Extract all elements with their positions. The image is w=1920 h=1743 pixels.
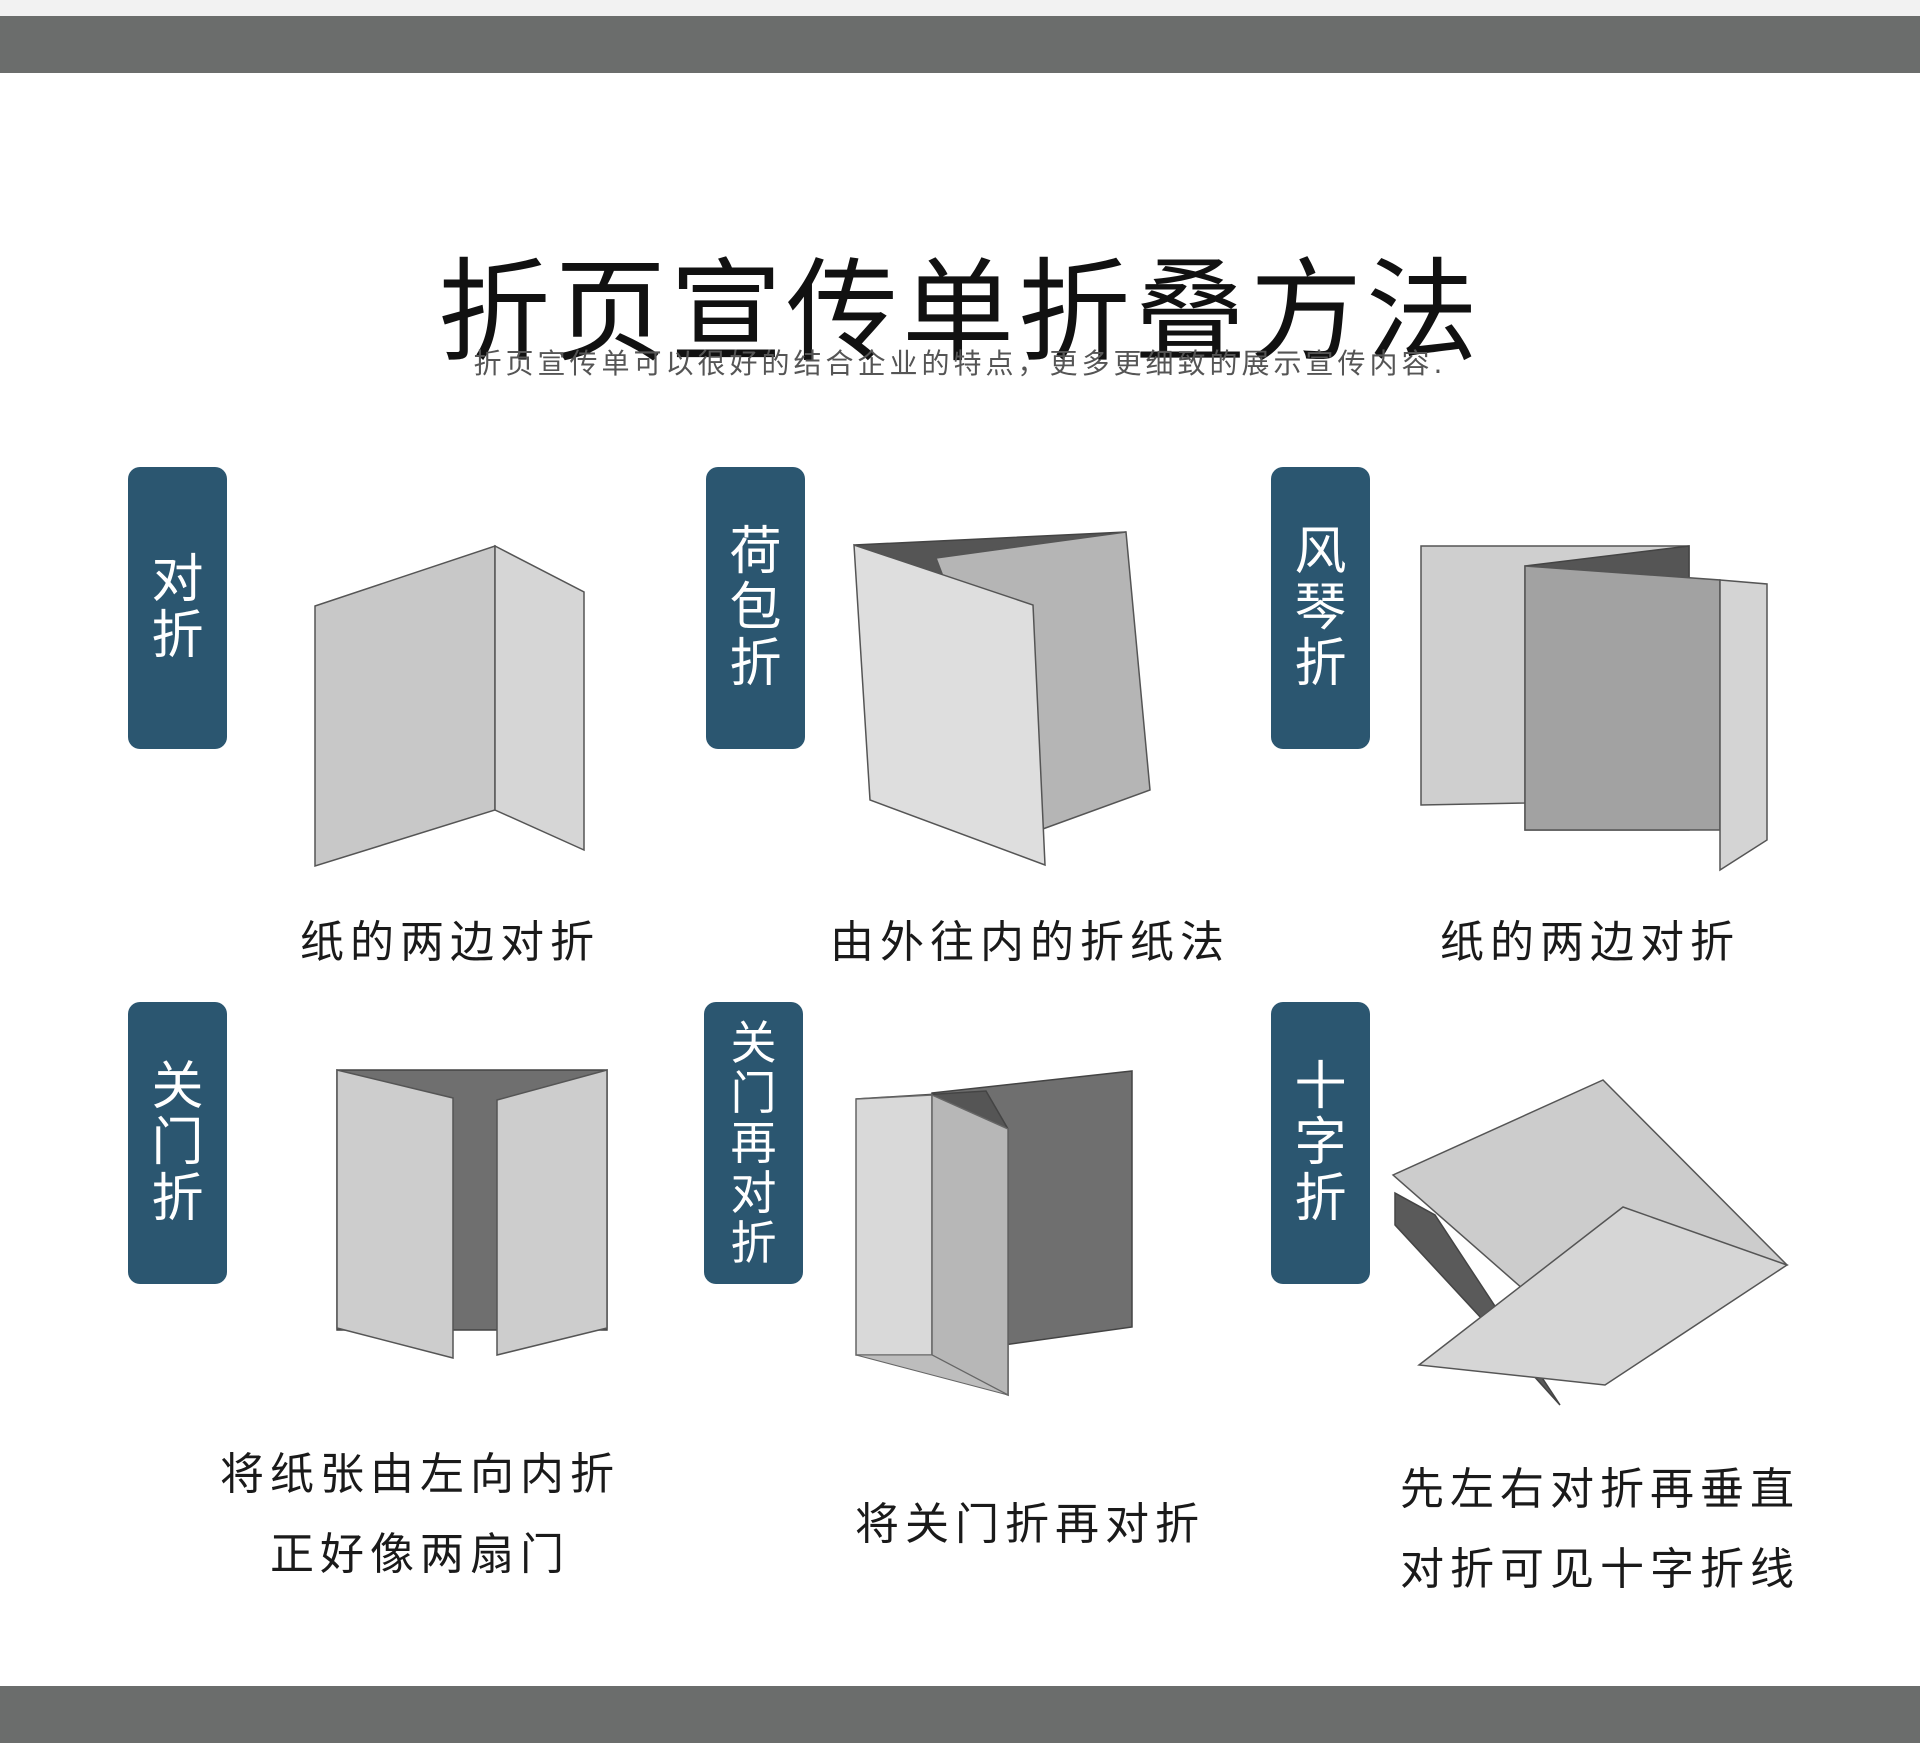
page-subtitle: 折页宣传单可以很好的结合企业的特点，更多更细致的展示宣传内容.	[473, 347, 1447, 380]
left-panel	[314, 544, 496, 868]
caption-line: 纸的两边对折	[1440, 917, 1740, 968]
caption-double-gate-fold: 将关门折再对折	[820, 1485, 1240, 1565]
label-char: 折	[151, 1169, 204, 1229]
caption-half-fold: 纸的两边对折	[260, 903, 640, 983]
panel-2	[1524, 565, 1721, 831]
method-label-roll-fold: 荷 包 折	[706, 467, 805, 749]
caption-line: 将纸张由左向内折	[220, 1449, 620, 1500]
top-bar	[0, 16, 1920, 73]
roll-fold-illustration	[840, 520, 1160, 880]
label-char: 折	[151, 606, 204, 666]
bottom-edge	[855, 1354, 1009, 1396]
label-char: 字	[1294, 1113, 1347, 1173]
front-panel	[853, 543, 1046, 867]
label-char: 门	[730, 1066, 777, 1120]
page-title: 折页宣传单折叠方法	[438, 248, 1482, 379]
right-panel	[494, 544, 585, 852]
left-door	[336, 1069, 454, 1359]
panel-3	[1719, 579, 1768, 872]
label-char: 门	[151, 1113, 204, 1173]
method-label-half-fold: 对 折	[128, 467, 227, 749]
cross-fold-illustration	[1385, 1075, 1795, 1406]
half-fold-illustration	[300, 530, 600, 880]
caption-accordion-fold: 纸的两边对折	[1400, 903, 1780, 983]
lower-sheet	[1417, 1206, 1789, 1386]
label-char: 荷	[729, 522, 782, 582]
label-char: 琴	[1294, 578, 1347, 638]
label-char: 折	[729, 634, 782, 694]
label-char: 折	[1294, 634, 1347, 694]
caption-cross-fold: 先左右对折再垂直 对折可见十字折线	[1380, 1450, 1820, 1610]
double-gate-fold-illustration	[850, 1065, 1150, 1405]
caption-line: 由外往内的折纸法	[830, 917, 1230, 968]
label-char: 包	[729, 578, 782, 638]
right-door	[496, 1069, 608, 1356]
label-char: 折	[1294, 1169, 1347, 1229]
label-char: 对	[151, 550, 204, 610]
outer-right-panel	[931, 1093, 1009, 1397]
method-label-accordion-fold: 风 琴 折	[1271, 467, 1370, 749]
label-char: 风	[1294, 522, 1347, 582]
caption-gate-fold: 将纸张由左向内折 正好像两扇门	[200, 1435, 640, 1595]
label-char: 折	[730, 1216, 777, 1270]
gate-fold-illustration	[325, 1060, 625, 1370]
accordion-fold-illustration	[1415, 540, 1775, 880]
label-char: 再	[730, 1116, 777, 1170]
bottom-bar	[0, 1686, 1920, 1743]
caption-line: 正好像两扇门	[270, 1529, 570, 1580]
caption-roll-fold: 由外往内的折纸法	[800, 903, 1260, 983]
caption-line: 先左右对折再垂直	[1400, 1464, 1800, 1515]
caption-line: 纸的两边对折	[300, 917, 600, 968]
outer-left-panel	[855, 1094, 933, 1356]
caption-line: 将关门折再对折	[855, 1499, 1205, 1550]
label-char: 关	[730, 1016, 777, 1070]
method-label-cross-fold: 十 字 折	[1271, 1002, 1370, 1284]
label-char: 十	[1294, 1057, 1347, 1117]
caption-line: 对折可见十字折线	[1400, 1544, 1800, 1595]
method-label-gate-fold: 关 门 折	[128, 1002, 227, 1284]
method-label-double-gate-fold: 关 门 再 对 折	[704, 1002, 803, 1284]
top-strip	[0, 0, 1920, 16]
label-char: 关	[151, 1057, 204, 1117]
label-char: 对	[730, 1166, 777, 1220]
